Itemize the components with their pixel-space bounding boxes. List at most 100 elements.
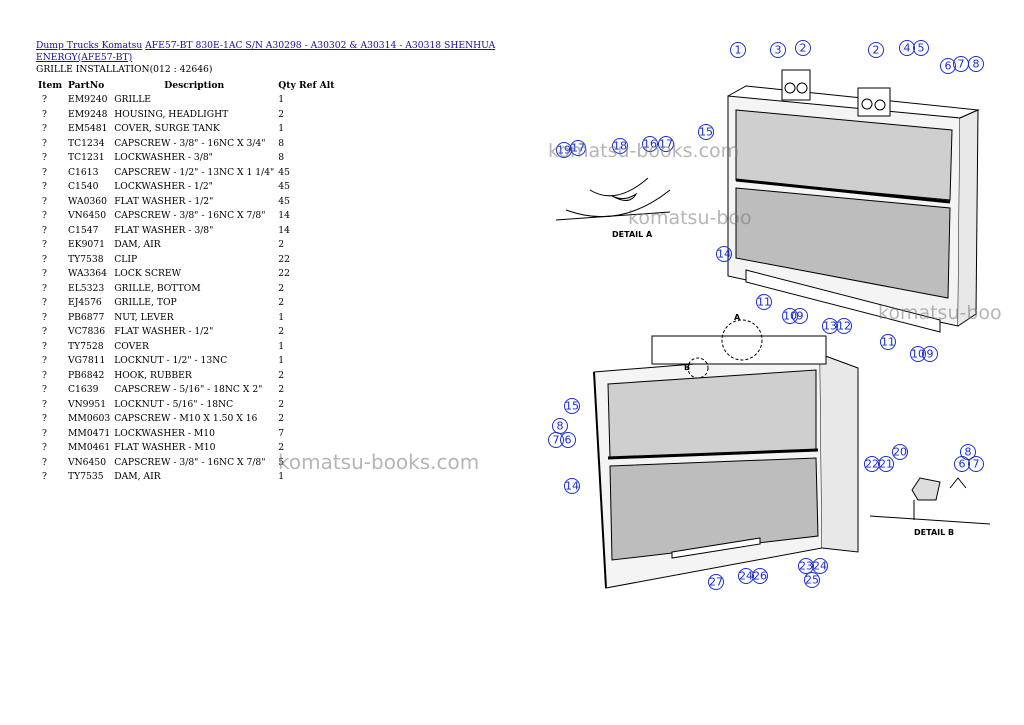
row-partno-cell: VC7836 <box>68 326 106 338</box>
callout-circle <box>968 456 984 472</box>
callout-circle <box>913 40 929 56</box>
callout-11: 11 <box>880 334 896 350</box>
row-qty-cell: 7 <box>278 427 285 439</box>
upper-grille-assembly <box>727 69 980 333</box>
callout-number: 10 <box>911 348 925 361</box>
callout-circle <box>822 318 838 334</box>
callout-number: 15 <box>565 400 579 413</box>
row-qty-cell: 1 <box>278 471 285 483</box>
row-partno-cell: EM9248 <box>68 108 108 120</box>
row-partno-cell: VN6450 <box>68 210 107 222</box>
row-description-cell: GRILLE, TOP <box>114 297 177 309</box>
header-description: Description <box>164 80 225 91</box>
callout-11: 11 <box>756 294 772 310</box>
row-item-cell: ? <box>42 108 47 120</box>
callout-circle <box>658 136 674 152</box>
row-item-cell: ? <box>42 123 47 135</box>
callout-circle <box>560 432 576 448</box>
callout-3: 3 <box>770 42 786 58</box>
callout-17: 17 <box>658 136 674 152</box>
callout-5: 5 <box>913 40 929 56</box>
callout-circle <box>864 456 880 472</box>
callout-circle <box>770 42 786 58</box>
row-partno-cell: PB6842 <box>68 369 105 381</box>
callout-circle <box>756 294 772 310</box>
callout-2: 2 <box>868 42 884 58</box>
breadcrumb: Dump Trucks Komatsu AFE57-BT 830E-1AC S/… <box>36 40 516 63</box>
callout-7: 7 <box>953 56 969 72</box>
row-description-cell: FLAT WASHER - 3/8" <box>114 224 214 236</box>
section-arrow-a: A <box>734 313 741 322</box>
callout-14: 14 <box>564 478 580 494</box>
row-qty-cell: 2 <box>278 326 285 338</box>
callout-1: 1 <box>730 42 746 58</box>
parts-list-panel: Dump Trucks Komatsu AFE57-BT 830E-1AC S/… <box>36 40 516 485</box>
callout-26: 26 <box>752 568 768 584</box>
row-qty-cell: 8 <box>278 137 285 149</box>
row-qty-cell: 22 <box>278 253 290 265</box>
callout-circle <box>792 308 808 324</box>
detail-b-drawing <box>869 477 991 525</box>
callout-6: 6 <box>940 58 956 74</box>
callout-number: 8 <box>965 446 972 459</box>
callout-circle <box>564 478 580 494</box>
callout-6: 6 <box>560 432 576 448</box>
callout-circle <box>899 40 915 56</box>
callout-21: 21 <box>878 456 894 472</box>
row-description-cell: CAPSCREW - 5/16" - 18NC X 2" <box>114 384 263 396</box>
row-partno-cell: VN6450 <box>68 456 107 468</box>
callout-circle <box>880 334 896 350</box>
breadcrumb-link-model[interactable]: AFE57-BT 830E-1AC S/N A30298 - A30302 & … <box>36 40 496 63</box>
callout-circle <box>752 568 768 584</box>
row-qty-cell: 1 <box>278 123 285 135</box>
row-item-cell: ? <box>42 340 47 352</box>
callout-2: 2 <box>795 40 811 56</box>
row-item-cell: ? <box>42 456 47 468</box>
callout-24: 24 <box>812 558 828 574</box>
callout-number: 20 <box>893 446 907 459</box>
lower-grille-assembly <box>593 335 859 589</box>
row-item-cell: ? <box>42 94 47 106</box>
row-item-cell: ? <box>42 137 47 149</box>
callout-number: 21 <box>879 458 893 471</box>
callout-22: 22 <box>864 456 880 472</box>
row-item-cell: ? <box>42 195 47 207</box>
callout-number: 11 <box>757 296 771 309</box>
row-partno-cell: MM0461 <box>68 442 111 454</box>
callout-number: 11 <box>881 336 895 349</box>
callout-circle <box>698 124 714 140</box>
callout-number: 24 <box>813 560 827 573</box>
row-partno-cell: EM9240 <box>68 94 108 106</box>
callout-number: 8 <box>557 420 564 433</box>
callout-circle <box>642 136 658 152</box>
breadcrumb-link-dump-trucks[interactable]: Dump Trucks Komatsu <box>36 40 143 51</box>
row-description-cell: NUT, LEVER <box>114 311 174 323</box>
callout-15: 15 <box>564 398 580 414</box>
callout-circle <box>968 56 984 72</box>
row-description-cell: CAPSCREW - 3/8" - 16NC X 7/8" <box>114 456 266 468</box>
callout-12: 12 <box>836 318 852 334</box>
row-partno-cell: C1613 <box>68 166 99 178</box>
row-qty-cell: 2 <box>278 413 285 425</box>
row-description-cell: LOCKNUT - 1/2" - 13NC <box>114 355 228 367</box>
row-description-cell: FLAT WASHER - 1/2" <box>114 195 214 207</box>
row-description-cell: LOCKWASHER - 3/8" <box>114 152 213 164</box>
row-partno-cell: TY7538 <box>68 253 104 265</box>
detail-a-drawing <box>555 177 671 221</box>
callout-circle <box>836 318 852 334</box>
callout-circle <box>892 444 908 460</box>
row-item-cell: ? <box>42 369 47 381</box>
callout-number: 4 <box>904 42 911 55</box>
callout-number: 22 <box>865 458 879 471</box>
header-item: Item <box>38 80 63 91</box>
